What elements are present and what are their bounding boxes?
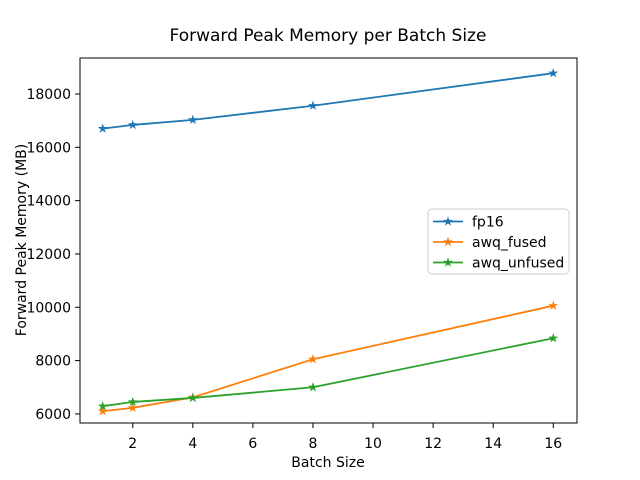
data-point-awq_unfused [548,333,559,343]
x-tick-label: 6 [248,436,257,452]
y-axis-label: Forward Peak Memory (MB) [14,144,30,336]
y-tick-label: 14000 [26,194,71,210]
legend-item-fp16: fp16 [433,215,504,231]
legend-star-marker-icon [443,257,453,267]
data-point-fp16 [97,123,108,133]
x-tick-label: 14 [484,436,502,452]
chart-title: Forward Peak Memory per Batch Size [170,26,487,46]
data-point-fp16 [548,68,559,78]
x-tick-label: 16 [544,436,562,452]
legend-box [427,208,570,275]
y-tick-label: 12000 [26,247,71,263]
x-axis-label: Batch Size [291,455,364,471]
data-point-awq_unfused [97,401,108,411]
x-tick-label: 2 [128,436,137,452]
legend-item-awq_fused: awq_fused [433,235,547,251]
legend-star-marker-icon [443,216,453,226]
legend: fp16 awq_fused awq_unfused [427,208,570,275]
y-axis-ticks: 6000 8000 10000 12000 14000 16000 18000 [26,87,80,423]
data-point-awq_fused [97,406,108,416]
legend-label: awq_fused [472,235,547,251]
data-point-fp16 [127,119,138,130]
data-point-awq_unfused [308,382,318,392]
y-tick-label: 10000 [26,300,71,316]
legend-star-marker-icon [443,236,453,247]
x-axis-ticks: 2 4 6 8 10 12 14 16 [128,423,562,452]
data-point-fp16 [308,100,318,110]
legend-label: fp16 [472,215,504,231]
data-point-fp16 [187,114,198,125]
x-tick-label: 4 [188,436,197,452]
x-tick-label: 8 [309,436,318,452]
data-point-awq_unfused [127,396,138,407]
y-tick-label: 18000 [26,87,71,103]
series-layer [97,68,559,416]
data-point-awq_fused [548,300,559,310]
x-tick-label: 12 [424,436,442,452]
data-point-awq_fused [127,402,138,413]
y-tick-label: 16000 [26,140,71,156]
data-point-awq_fused [308,354,318,364]
legend-item-awq_unfused: awq_unfused [433,256,564,272]
data-point-awq_unfused [187,392,198,403]
y-tick-label: 6000 [35,407,71,423]
legend-label: awq_unfused [472,256,564,272]
y-tick-label: 8000 [35,354,71,370]
x-tick-label: 10 [364,436,382,452]
